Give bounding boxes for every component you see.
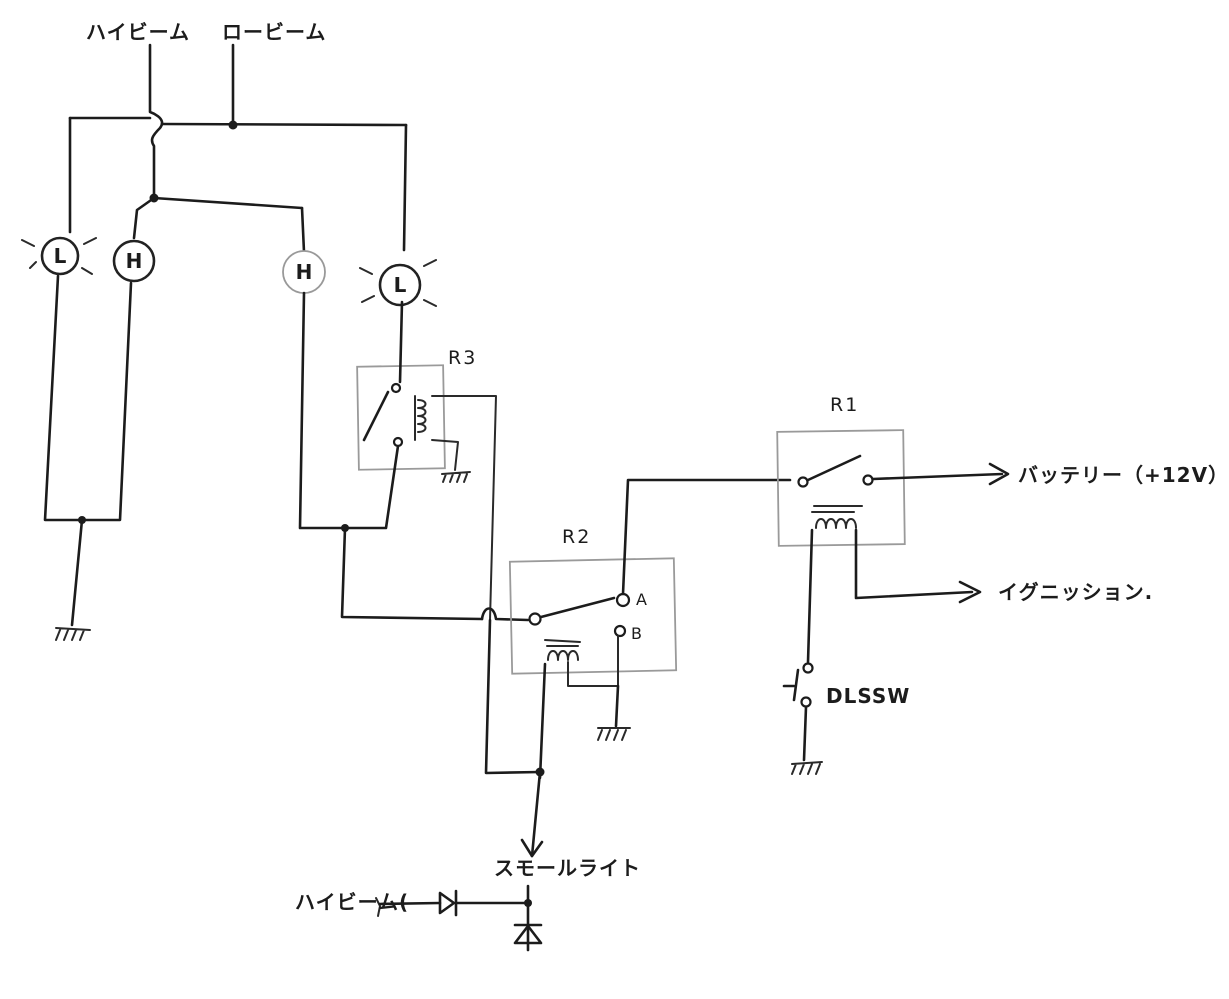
low-beam-lamp-right [359,259,437,307]
r2-terminal-b-label: B [631,624,642,643]
ground-symbol-r2 [597,684,631,741]
high-beam-label: ハイビーム [86,20,190,44]
low-beam-label: ロービーム [222,20,327,44]
high-beam-lamp-left-label: H [125,249,143,273]
left-ground-junction [78,516,86,524]
wiring-diagram [21,43,1010,952]
ground-symbol-dls [791,761,823,775]
small-light-label: スモールライト [494,856,641,880]
high-beam-diode-circuit [375,884,543,952]
dlssw-label: DLSSW [826,684,911,708]
relay-r3 [343,300,497,621]
relay-r1-label: R1 [830,394,860,416]
dls-switch [782,662,814,762]
high-beam-junction [149,193,159,203]
left-lamp-return-wire [43,274,133,627]
small-light-junction [535,767,545,777]
low-beam-lamp-left-label: L [53,244,67,268]
r2-terminal-a [615,592,631,608]
ground-symbol-r3 [441,471,471,483]
high-beam-bus [132,196,306,254]
relay-r2 [508,478,792,780]
high-beam-lamp-right-label: H [295,260,313,284]
small-light-wire [484,618,544,858]
r2-terminal-b [613,624,627,638]
ignition-label: イグニッション. [998,580,1154,604]
battery-label: バッテリー（+12V） [1018,463,1229,487]
high-beam-lamp-left [112,239,156,283]
r2-terminal-a-label: A [636,590,647,609]
relay-r2-label: R2 [562,526,592,548]
high-beam-input-label: ハイビーム( [295,890,410,914]
wire-crossover-hop [480,607,530,622]
relay-r3-label: R3 [448,347,478,369]
low-beam-lamp-left [21,236,97,276]
relay-r1 [776,429,1010,664]
low-beam-lamp-right-label: L [393,273,407,297]
diode-junction [524,899,532,907]
low-beam-bus [68,116,408,252]
r3-return-junction [341,524,349,532]
high-beam-right-return-wire [298,291,484,621]
high-beam-feed-wire [148,43,164,200]
low-beam-junction [228,120,238,130]
ground-symbol-left [55,627,91,641]
